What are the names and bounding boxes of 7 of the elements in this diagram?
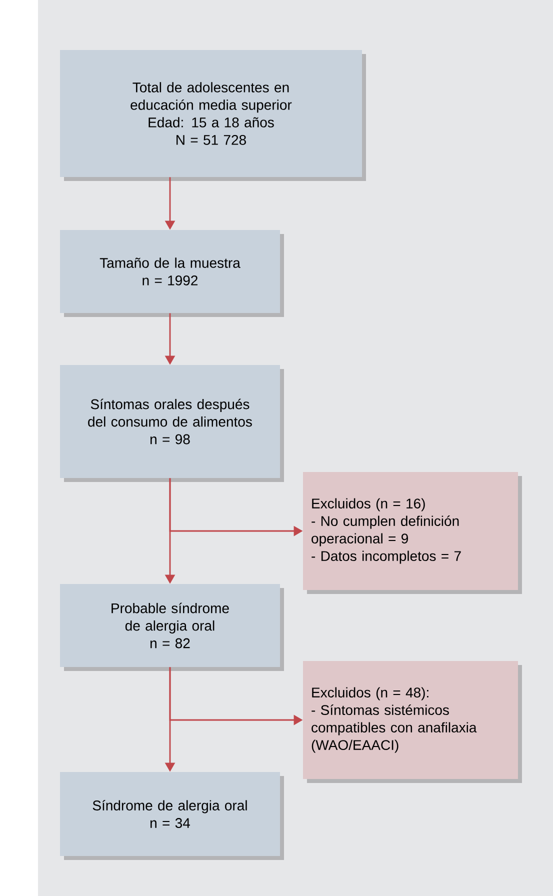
process-box: Síndrome de alergia oral n = 34 bbox=[60, 772, 284, 860]
process-box: Total de adolescentes en educación media superior Edad: 15 a 18 años N = 51 728 bbox=[60, 50, 366, 181]
process-box: Probable síndrome de alergia oral n = 82 bbox=[60, 584, 284, 671]
exclusion-box: Excluidos (n = 48): - Síntomas sistémicos compatibles con anafilaxia (WAO/EAACI) bbox=[303, 661, 522, 783]
process-box: Síntomas orales después del consumo de alimentos n = 98 bbox=[60, 365, 284, 482]
exclusion-box: Excluidos (n = 16) - No cumplen definición operacional = 9 - Datos incompletos = 7 bbox=[303, 472, 522, 594]
process-box: Tamaño de la muestra n = 1992 bbox=[60, 230, 284, 317]
